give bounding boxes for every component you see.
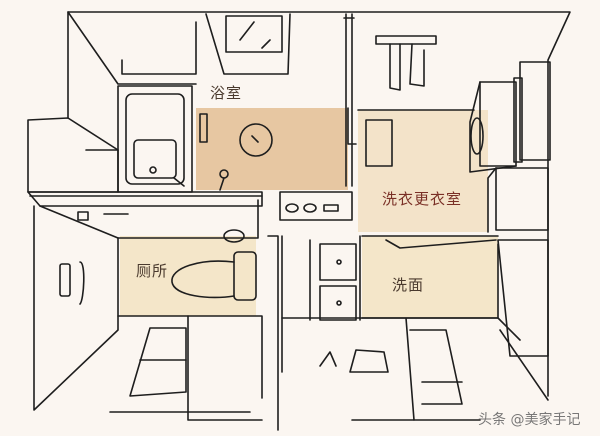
bathtub — [117, 85, 193, 193]
outer-wall — [67, 11, 571, 397]
room-label-bath: 浴室 — [210, 84, 243, 102]
laundry-floor — [358, 110, 488, 232]
room-label-toilet: 厕所 — [136, 262, 169, 280]
wash-cabinet-upper — [319, 243, 357, 281]
wash-floor — [362, 236, 498, 318]
bath-floor — [196, 108, 348, 190]
watermark: 头条 @美家手记 — [478, 412, 581, 428]
bath-stool — [239, 123, 273, 157]
room-label-laundry: 洗衣更衣室 — [382, 190, 463, 208]
washing-machine — [519, 61, 551, 161]
room-label-wash: 洗面 — [392, 276, 425, 294]
wash-cabinet-lower — [319, 285, 357, 321]
